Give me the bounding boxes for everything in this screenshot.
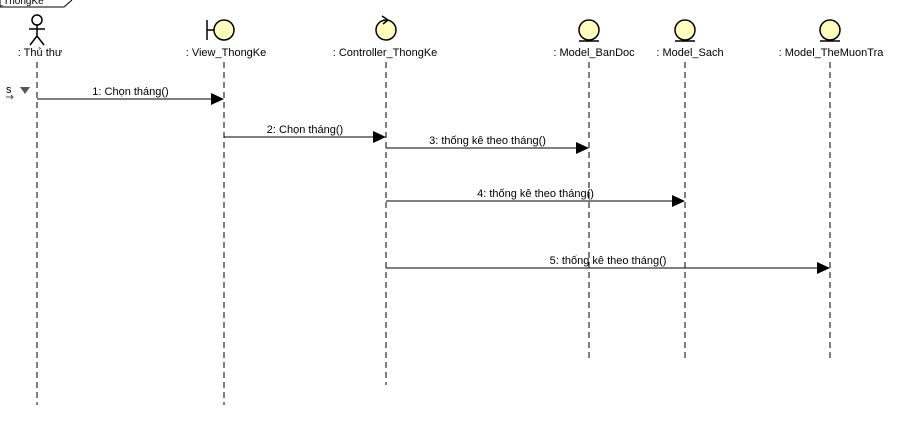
boundary-icon [206, 19, 235, 41]
message-label: 2: Chọn tháng() [267, 124, 343, 136]
lifeline-themuontra: : Model_TheMuonTra [779, 19, 885, 360]
message-arrowhead-icon [211, 93, 224, 105]
lifeline-sach: : Model_Sach [656, 19, 724, 360]
lifeline-thuthu: : Thủ thư [18, 14, 63, 405]
lifeline-label: : Thủ thư [18, 47, 63, 59]
lifeline-label: : Model_BanDoc [553, 47, 635, 59]
message-1[interactable]: 1: Chọn tháng() [37, 86, 224, 105]
lifeline-view: : View_ThongKe [186, 19, 267, 405]
entity-icon [578, 19, 600, 42]
lifeline-ctrl: : Controller_ThongKe [333, 15, 438, 385]
entity-icon [674, 19, 696, 42]
message-label: 4: thống kê theo tháng() [477, 188, 594, 200]
frame-tab: a_ThongKe [0, 0, 73, 8]
lifeline-bandoc: : Model_BanDoc [553, 19, 635, 360]
message-4[interactable]: 4: thống kê theo tháng() [386, 188, 685, 207]
message-2[interactable]: 2: Chọn tháng() [224, 124, 386, 143]
message-label: 1: Chọn tháng() [92, 86, 168, 98]
message-3[interactable]: 3: thống kê theo tháng() [386, 135, 589, 154]
start-marker[interactable]: s [6, 84, 30, 100]
start-marker-label: s [6, 84, 12, 96]
entity-icon [819, 19, 841, 42]
lifeline-label: : Model_TheMuonTra [779, 47, 885, 59]
lifeline-label: : Controller_ThongKe [333, 47, 438, 59]
lifeline-label: : Model_Sach [656, 47, 723, 59]
frame-title: a_ThongKe [0, 0, 44, 7]
control-icon [375, 15, 397, 41]
message-label: 3: thống kê theo tháng() [429, 135, 546, 147]
message-arrowhead-icon [817, 262, 830, 274]
message-arrowhead-icon [672, 195, 685, 207]
message-arrowhead-icon [373, 131, 386, 143]
frame-tab-border [0, 0, 73, 8]
message-label: 5: thống kê theo tháng() [550, 255, 667, 267]
actor-icon [29, 14, 45, 46]
lifeline-label: : View_ThongKe [186, 47, 267, 59]
message-5[interactable]: 5: thống kê theo tháng() [386, 255, 830, 274]
start-marker-arrow-icon [6, 94, 14, 100]
message-arrowhead-icon [576, 142, 589, 154]
dropdown-triangle-icon [20, 87, 30, 94]
